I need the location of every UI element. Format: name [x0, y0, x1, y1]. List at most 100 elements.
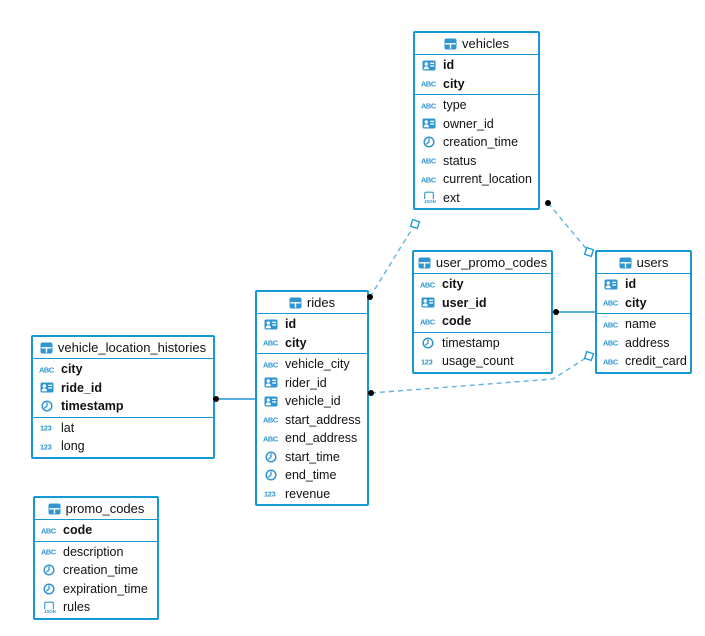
clock-icon	[420, 136, 438, 148]
abc-text-icon: ABC	[420, 79, 438, 88]
id-badge-icon	[420, 118, 438, 129]
column-label: end_time	[285, 468, 337, 483]
column-label: expiration_time	[63, 581, 148, 596]
table-header[interactable]: rides	[257, 292, 367, 314]
column-row-end_time[interactable]: end_time	[257, 466, 367, 485]
column-row-timestamp[interactable]: timestamp	[414, 334, 551, 353]
column-label: id	[443, 58, 455, 73]
table-title: rides	[306, 295, 336, 310]
column-row-start_time[interactable]: start_time	[257, 448, 367, 467]
abc-text-icon: ABC	[419, 317, 437, 325]
table-icon	[40, 342, 53, 354]
abc-text-icon: ABC	[38, 365, 56, 373]
column-row-id[interactable]: id	[597, 275, 690, 294]
svg-text:ABC: ABC	[603, 299, 619, 307]
table-title: vehicle_location_histories	[57, 340, 207, 355]
column-row-user_id[interactable]: user_id	[414, 294, 551, 313]
table-icon	[48, 503, 61, 515]
column-label: ride_id	[61, 380, 102, 395]
svg-text:ABC: ABC	[41, 548, 57, 556]
svg-text:ABC: ABC	[263, 434, 279, 442]
relation-vehicles-users	[545, 200, 595, 258]
table-title: users	[636, 255, 669, 270]
id-badge-icon	[262, 396, 280, 407]
abc-text-icon: ABC	[262, 415, 280, 424]
column-row-ride_id[interactable]: ride_id	[33, 379, 213, 398]
column-row-expiration_time[interactable]: expiration_time	[35, 580, 157, 599]
svg-text:123: 123	[40, 424, 52, 432]
column-label: owner_id	[443, 116, 494, 131]
relation-vehicle_location_histories-rides	[213, 396, 256, 402]
relation-user_promo_codes-users	[553, 309, 596, 315]
abc-text-icon: ABC	[420, 175, 438, 183]
abc-text-icon: ABC	[40, 526, 58, 534]
table-header[interactable]: user_promo_codes	[414, 252, 551, 274]
clock-icon	[262, 469, 280, 481]
relation-endpoint-diamond	[409, 218, 421, 230]
abc-text-icon: ABC	[602, 338, 620, 347]
column-row-timestamp[interactable]: timestamp	[33, 397, 213, 416]
column-label: user_id	[442, 295, 487, 310]
clock-icon	[40, 583, 58, 595]
column-row-owner_id[interactable]: owner_id	[415, 115, 538, 134]
svg-text:ABC: ABC	[263, 360, 279, 368]
column-label: city	[625, 295, 647, 310]
column-row-rider_id[interactable]: rider_id	[257, 374, 367, 393]
abc-text-icon: ABC	[420, 101, 438, 109]
column-row-creation_time[interactable]: creation_time	[35, 561, 157, 580]
abc-text-icon: ABC	[262, 338, 280, 347]
column-label: creation_time	[63, 563, 139, 578]
id-badge-icon	[420, 60, 438, 71]
column-row-id[interactable]: id	[257, 315, 367, 334]
abc-text-icon: ABC	[602, 357, 620, 365]
column-row-credit_card[interactable]: ABC credit_card	[597, 352, 690, 371]
number-123-icon: 123	[38, 423, 56, 432]
table-header[interactable]: vehicle_location_histories	[33, 337, 213, 359]
column-label: credit_card	[625, 354, 687, 369]
json-icon: JSON	[420, 191, 438, 204]
column-row-vehicle_id[interactable]: vehicle_id	[257, 392, 367, 411]
id-badge-icon	[38, 382, 56, 393]
column-row-id[interactable]: id	[415, 56, 538, 75]
column-row-city[interactable]: ABC city	[597, 294, 690, 313]
abc-text-icon: ABC	[40, 547, 58, 556]
column-row-start_address[interactable]: ABC start_address	[257, 411, 367, 430]
svg-text:JSON: JSON	[423, 199, 435, 204]
table-header[interactable]: users	[597, 252, 690, 274]
column-label: start_address	[285, 412, 361, 427]
column-row-creation_time[interactable]: creation_time	[415, 133, 538, 152]
table-header[interactable]: vehicles	[415, 33, 538, 55]
table-header[interactable]: promo_codes	[35, 498, 157, 520]
